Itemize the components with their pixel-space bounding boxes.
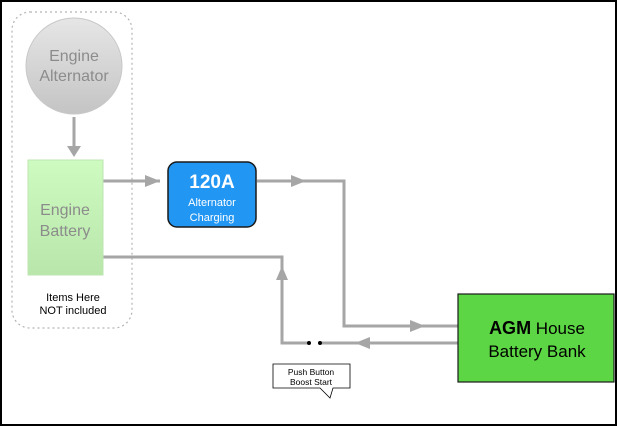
- not-included-group: [11, 11, 133, 329]
- switch-contact-icon: [307, 341, 311, 345]
- arrowheads: [67, 146, 425, 349]
- arrow-icon: [355, 337, 370, 349]
- switch-to-battery-wire: [103, 255, 309, 345]
- engine-alternator: Engine Alternator: [25, 17, 123, 115]
- house-battery-box: [457, 293, 615, 383]
- alternator-charger: 120A Alternator Charging: [167, 161, 257, 228]
- arrow-icon: [145, 175, 160, 187]
- note-line1: Items Here: [46, 292, 100, 304]
- note-line2: NOT included: [39, 305, 106, 317]
- alternator-label-line1: Engine: [49, 48, 99, 65]
- house-battery-label-line1: AGM House: [489, 318, 585, 338]
- push-button-callout: Push Button Boost Start: [272, 363, 351, 399]
- charger-label-line2: Charging: [190, 212, 235, 224]
- house-battery-label-line2: Battery Bank: [488, 342, 586, 361]
- switch-contact-icon: [318, 341, 322, 345]
- engine-battery: Engine Battery: [27, 159, 104, 276]
- switch-label-line1: Push Button: [288, 367, 335, 377]
- callout-shape: [272, 363, 351, 399]
- engine-battery-box: [27, 159, 104, 276]
- alternator-label-line2: Alternator: [39, 68, 109, 85]
- house-battery-bank: AGM House Battery Bank: [457, 293, 615, 383]
- switch-label-line2: Boost Start: [290, 377, 333, 387]
- engine-battery-label-line1: Engine: [40, 202, 90, 219]
- house-battery-brand: AGM: [489, 318, 531, 338]
- house-battery-label-rest: House: [531, 319, 585, 338]
- charger-label-line1: Alternator: [188, 197, 236, 209]
- arrow-icon: [291, 175, 306, 187]
- arrow-icon: [276, 266, 288, 280]
- arrow-icon: [410, 320, 425, 332]
- charger-box: [167, 161, 257, 228]
- arrow-icon: [67, 146, 81, 157]
- engine-battery-label-line2: Battery: [40, 223, 91, 240]
- charger-amps: 120A: [189, 172, 235, 193]
- alternator-circle: [25, 17, 123, 115]
